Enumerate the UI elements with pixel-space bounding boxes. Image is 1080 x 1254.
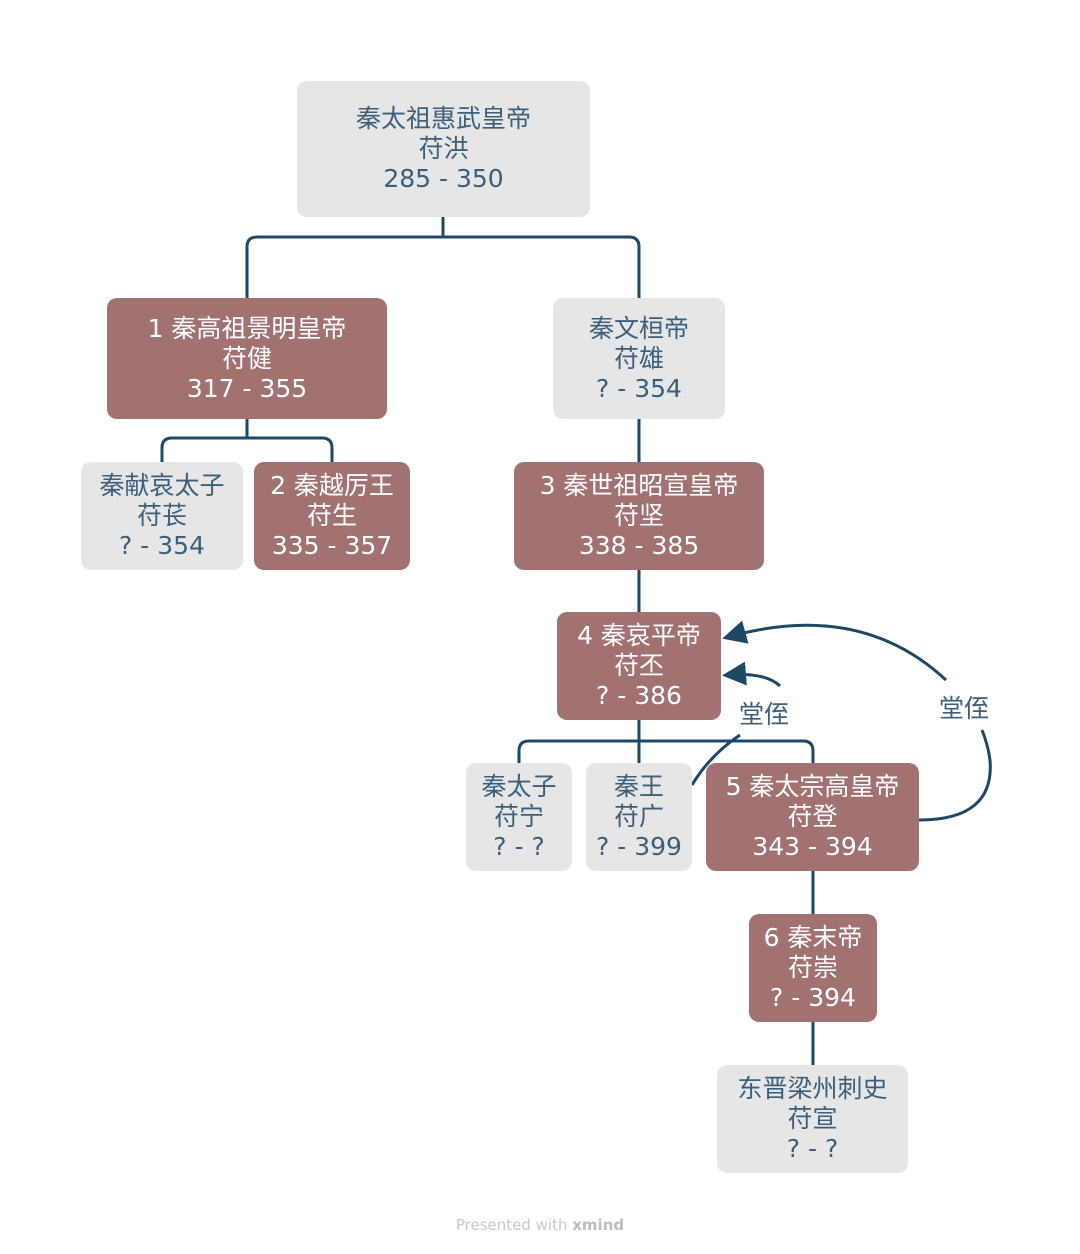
footer-brand: xmind	[572, 1216, 625, 1234]
node-name: 苻坚	[613, 501, 664, 530]
node-name: 苻宁	[493, 802, 544, 831]
node-name: 苻广	[613, 802, 664, 831]
footer-credit: Presented with xmind	[0, 1216, 1080, 1234]
node-title: 秦太子	[481, 772, 557, 801]
node-title: 秦王	[613, 772, 664, 801]
node-wen[interactable]: 秦文桓帝苻雄? - 354	[553, 298, 725, 419]
node-n4[interactable]: 4 秦哀平帝苻丕? - 386	[557, 612, 721, 720]
node-title: 5 秦太宗高皇帝	[725, 772, 900, 801]
node-years: 285 - 350	[383, 164, 504, 193]
relation-label-2[interactable]: 堂侄	[939, 694, 990, 723]
connector-n1	[160, 419, 334, 462]
node-years: ? - 354	[596, 373, 682, 403]
node-title: 秦太祖惠武皇帝	[355, 104, 531, 133]
node-title: 东晋梁州刺史	[737, 1074, 888, 1103]
node-years: 338 - 385	[578, 531, 700, 560]
node-name: 苻丕	[613, 651, 664, 680]
node-xian[interactable]: 秦献哀太子苻苌? - 354	[81, 462, 243, 570]
node-title: 秦文桓帝	[588, 313, 689, 343]
node-n6[interactable]: 6 秦末帝苻崇? - 394	[749, 914, 877, 1022]
node-name: 苻生	[306, 501, 357, 530]
connector-root	[245, 217, 641, 298]
relation-label-1[interactable]: 堂侄	[739, 700, 790, 729]
node-years: ? - ?	[786, 1134, 839, 1163]
node-title: 秦献哀太子	[99, 471, 225, 500]
relation-curve-2	[918, 729, 992, 822]
footer-prefix: Presented with	[455, 1216, 573, 1234]
node-dongjin[interactable]: 东晋梁州刺史苻宣? - ?	[717, 1065, 908, 1173]
node-years: ? - 399	[596, 832, 682, 861]
relation-arrow-2	[722, 620, 948, 682]
node-years: ? - 394	[770, 983, 856, 1012]
node-title: 2 秦越厉王	[270, 471, 394, 500]
node-name: 苻崇	[787, 953, 838, 982]
node-name: 苻宣	[787, 1104, 838, 1133]
node-taizi[interactable]: 秦太子苻宁? - ?	[466, 763, 572, 871]
node-title: 3 秦世祖昭宣皇帝	[539, 471, 739, 500]
node-years: ? - ?	[493, 832, 545, 861]
node-years: 343 - 394	[752, 832, 873, 861]
node-years: 335 - 357	[271, 531, 393, 560]
connector-n4	[517, 720, 815, 763]
node-name: 苻登	[787, 802, 838, 831]
node-wang[interactable]: 秦王苻广? - 399	[586, 763, 692, 871]
node-title: 6 秦末帝	[763, 923, 863, 952]
node-title: 4 秦哀平帝	[577, 621, 701, 650]
node-years: ? - 354	[119, 531, 205, 560]
relation-curve-1	[690, 733, 741, 786]
node-name: 苻雄	[613, 343, 664, 373]
node-name: 苻洪	[418, 134, 469, 163]
node-name: 苻苌	[136, 501, 187, 530]
node-years: 317 - 355	[186, 373, 308, 403]
node-name: 苻健	[221, 343, 272, 373]
relation-arrow-1	[722, 661, 782, 688]
node-years: ? - 386	[596, 681, 682, 710]
node-title: 1 秦高祖景明皇帝	[147, 313, 347, 343]
